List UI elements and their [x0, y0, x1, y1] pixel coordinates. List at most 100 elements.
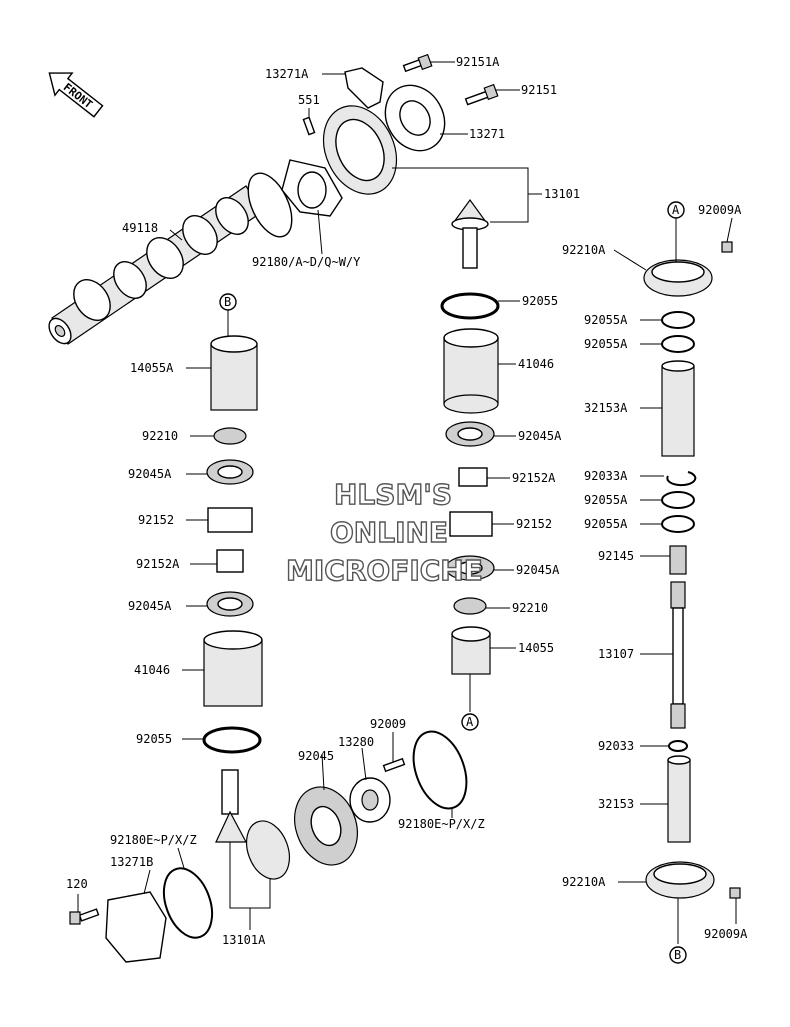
- ring-nut-92210A-top[interactable]: [643, 259, 713, 297]
- label-92045A-mid: 92045A: [518, 429, 562, 443]
- label-92180E-left: 92180E~P/X/Z: [110, 833, 197, 847]
- label-92152-mid: 92152: [516, 517, 552, 531]
- watermark-line-1: HLSM'S: [334, 478, 452, 511]
- label-41046-mid: 41046: [518, 357, 554, 371]
- collar-92152-left[interactable]: [207, 507, 253, 533]
- label-92151A: 92151A: [456, 55, 500, 69]
- nut-92210-left[interactable]: [213, 427, 247, 445]
- label-41046-left: 41046: [134, 663, 170, 677]
- label-92045: 92045: [298, 749, 334, 763]
- o-ring-92055A-3[interactable]: [661, 491, 695, 509]
- o-ring-92055A-2[interactable]: [661, 335, 695, 353]
- label-13271A: 13271A: [265, 67, 309, 81]
- label-92045A-left2: 92045A: [128, 599, 172, 613]
- label-92055-mid: 92055: [522, 294, 558, 308]
- label-92210-mid: 92210: [512, 601, 548, 615]
- cover-13271B[interactable]: [105, 891, 167, 963]
- housing-14055A-left[interactable]: [210, 335, 258, 411]
- plate-13271[interactable]: [374, 75, 456, 162]
- label-13271B: 13271B: [110, 855, 153, 869]
- marker-b-bottom: B: [669, 946, 687, 964]
- shaft-13107[interactable]: [670, 581, 686, 729]
- clip-92033A[interactable]: [666, 471, 697, 487]
- bearing-92045A-mid2[interactable]: [445, 555, 495, 581]
- label-92033A: 92033A: [584, 469, 628, 483]
- watermark: HLSM'S ONLINE MICROFICHE: [285, 477, 483, 587]
- housing-14055-mid[interactable]: [451, 626, 491, 675]
- bearing-92045[interactable]: [284, 778, 368, 874]
- front-arrow-label: FRONT: [61, 81, 95, 112]
- bevel-gear-13101A[interactable]: [215, 769, 297, 885]
- gasket-plate-92180[interactable]: [281, 159, 343, 217]
- nut-92009A-top[interactable]: [721, 241, 733, 253]
- o-ring-92180E-left[interactable]: [155, 862, 221, 945]
- sleeve-41046-mid[interactable]: [443, 328, 499, 414]
- camshaft-part[interactable]: [45, 167, 301, 348]
- label-92152-left: 92152: [138, 513, 174, 527]
- svg-text:B: B: [224, 295, 231, 309]
- watermark-line-3: MICROFICHE: [286, 554, 483, 587]
- part-labels: 13271A 92151A 92151 551 13271 13101 4911…: [66, 55, 748, 947]
- label-92055A-2: 92055A: [584, 337, 628, 351]
- label-49118: 49118: [122, 221, 158, 235]
- clip-92033[interactable]: [668, 740, 688, 752]
- spring-92145[interactable]: [669, 545, 687, 575]
- label-92210A-bottom: 92210A: [562, 875, 606, 889]
- tube-32153A[interactable]: [661, 360, 695, 457]
- label-92210-left: 92210: [142, 429, 178, 443]
- bolt-92009[interactable]: [382, 757, 406, 773]
- label-92055A-4: 92055A: [584, 517, 628, 531]
- label-92152A-mid: 92152A: [512, 471, 556, 485]
- bevel-pinion-13101[interactable]: [451, 198, 489, 269]
- label-92180E-right: 92180E~P/X/Z: [398, 817, 485, 831]
- plate-13280[interactable]: [349, 777, 391, 823]
- ring-nut-92210A-bottom[interactable]: [645, 861, 715, 899]
- tube-32153[interactable]: [667, 755, 691, 843]
- o-ring-92055A-1[interactable]: [661, 311, 695, 329]
- o-ring-92055-mid[interactable]: [440, 292, 500, 320]
- bracket-13271A[interactable]: [344, 67, 384, 109]
- label-92145: 92145: [598, 549, 634, 563]
- label-92009A-bottom: 92009A: [704, 927, 748, 941]
- o-ring-92055-left[interactable]: [202, 726, 262, 754]
- marker-b-left: B: [219, 293, 237, 311]
- nut-92009A-bottom[interactable]: [729, 887, 741, 899]
- label-92009A-top: 92009A: [698, 203, 742, 217]
- o-ring-92180E-right[interactable]: [404, 724, 476, 816]
- bolt-92151[interactable]: [464, 83, 499, 106]
- label-120: 120: [66, 877, 88, 891]
- ring-gear-13101[interactable]: [310, 94, 411, 206]
- label-13101: 13101: [544, 187, 580, 201]
- label-92045A-mid2: 92045A: [516, 563, 560, 577]
- bolt-92151A[interactable]: [402, 53, 433, 73]
- leader-lines: [77, 61, 737, 944]
- bearing-92045A-left2[interactable]: [206, 591, 254, 617]
- label-92152A-left: 92152A: [136, 557, 180, 571]
- label-14055A: 14055A: [130, 361, 174, 375]
- spacer-92152A-mid[interactable]: [458, 467, 488, 487]
- bearing-92045A-mid[interactable]: [445, 421, 495, 447]
- collar-92152-mid[interactable]: [449, 511, 493, 537]
- label-14055: 14055: [518, 641, 554, 655]
- bolt-120[interactable]: [69, 908, 100, 925]
- svg-text:A: A: [466, 715, 474, 729]
- marker-a-mid: A: [461, 713, 479, 731]
- label-13280: 13280: [338, 735, 374, 749]
- label-32153: 32153: [598, 797, 634, 811]
- o-ring-92055A-4[interactable]: [661, 515, 695, 533]
- dowel-pin-551[interactable]: [302, 116, 316, 136]
- label-92055-left: 92055: [136, 732, 172, 746]
- label-32153A: 32153A: [584, 401, 628, 415]
- watermark-line-2: ONLINE: [330, 516, 448, 549]
- svg-text:A: A: [672, 203, 680, 217]
- sleeve-41046-left[interactable]: [203, 630, 263, 707]
- label-92180-a-y: 92180/A~D/Q~W/Y: [252, 255, 361, 269]
- nut-92210-mid[interactable]: [453, 597, 487, 615]
- front-arrow-icon: FRONT: [48, 72, 104, 118]
- spacer-92152A-left[interactable]: [216, 549, 244, 573]
- label-92055A-1: 92055A: [584, 313, 628, 327]
- bearing-92045A-left1[interactable]: [206, 459, 254, 485]
- label-92009: 92009: [370, 717, 406, 731]
